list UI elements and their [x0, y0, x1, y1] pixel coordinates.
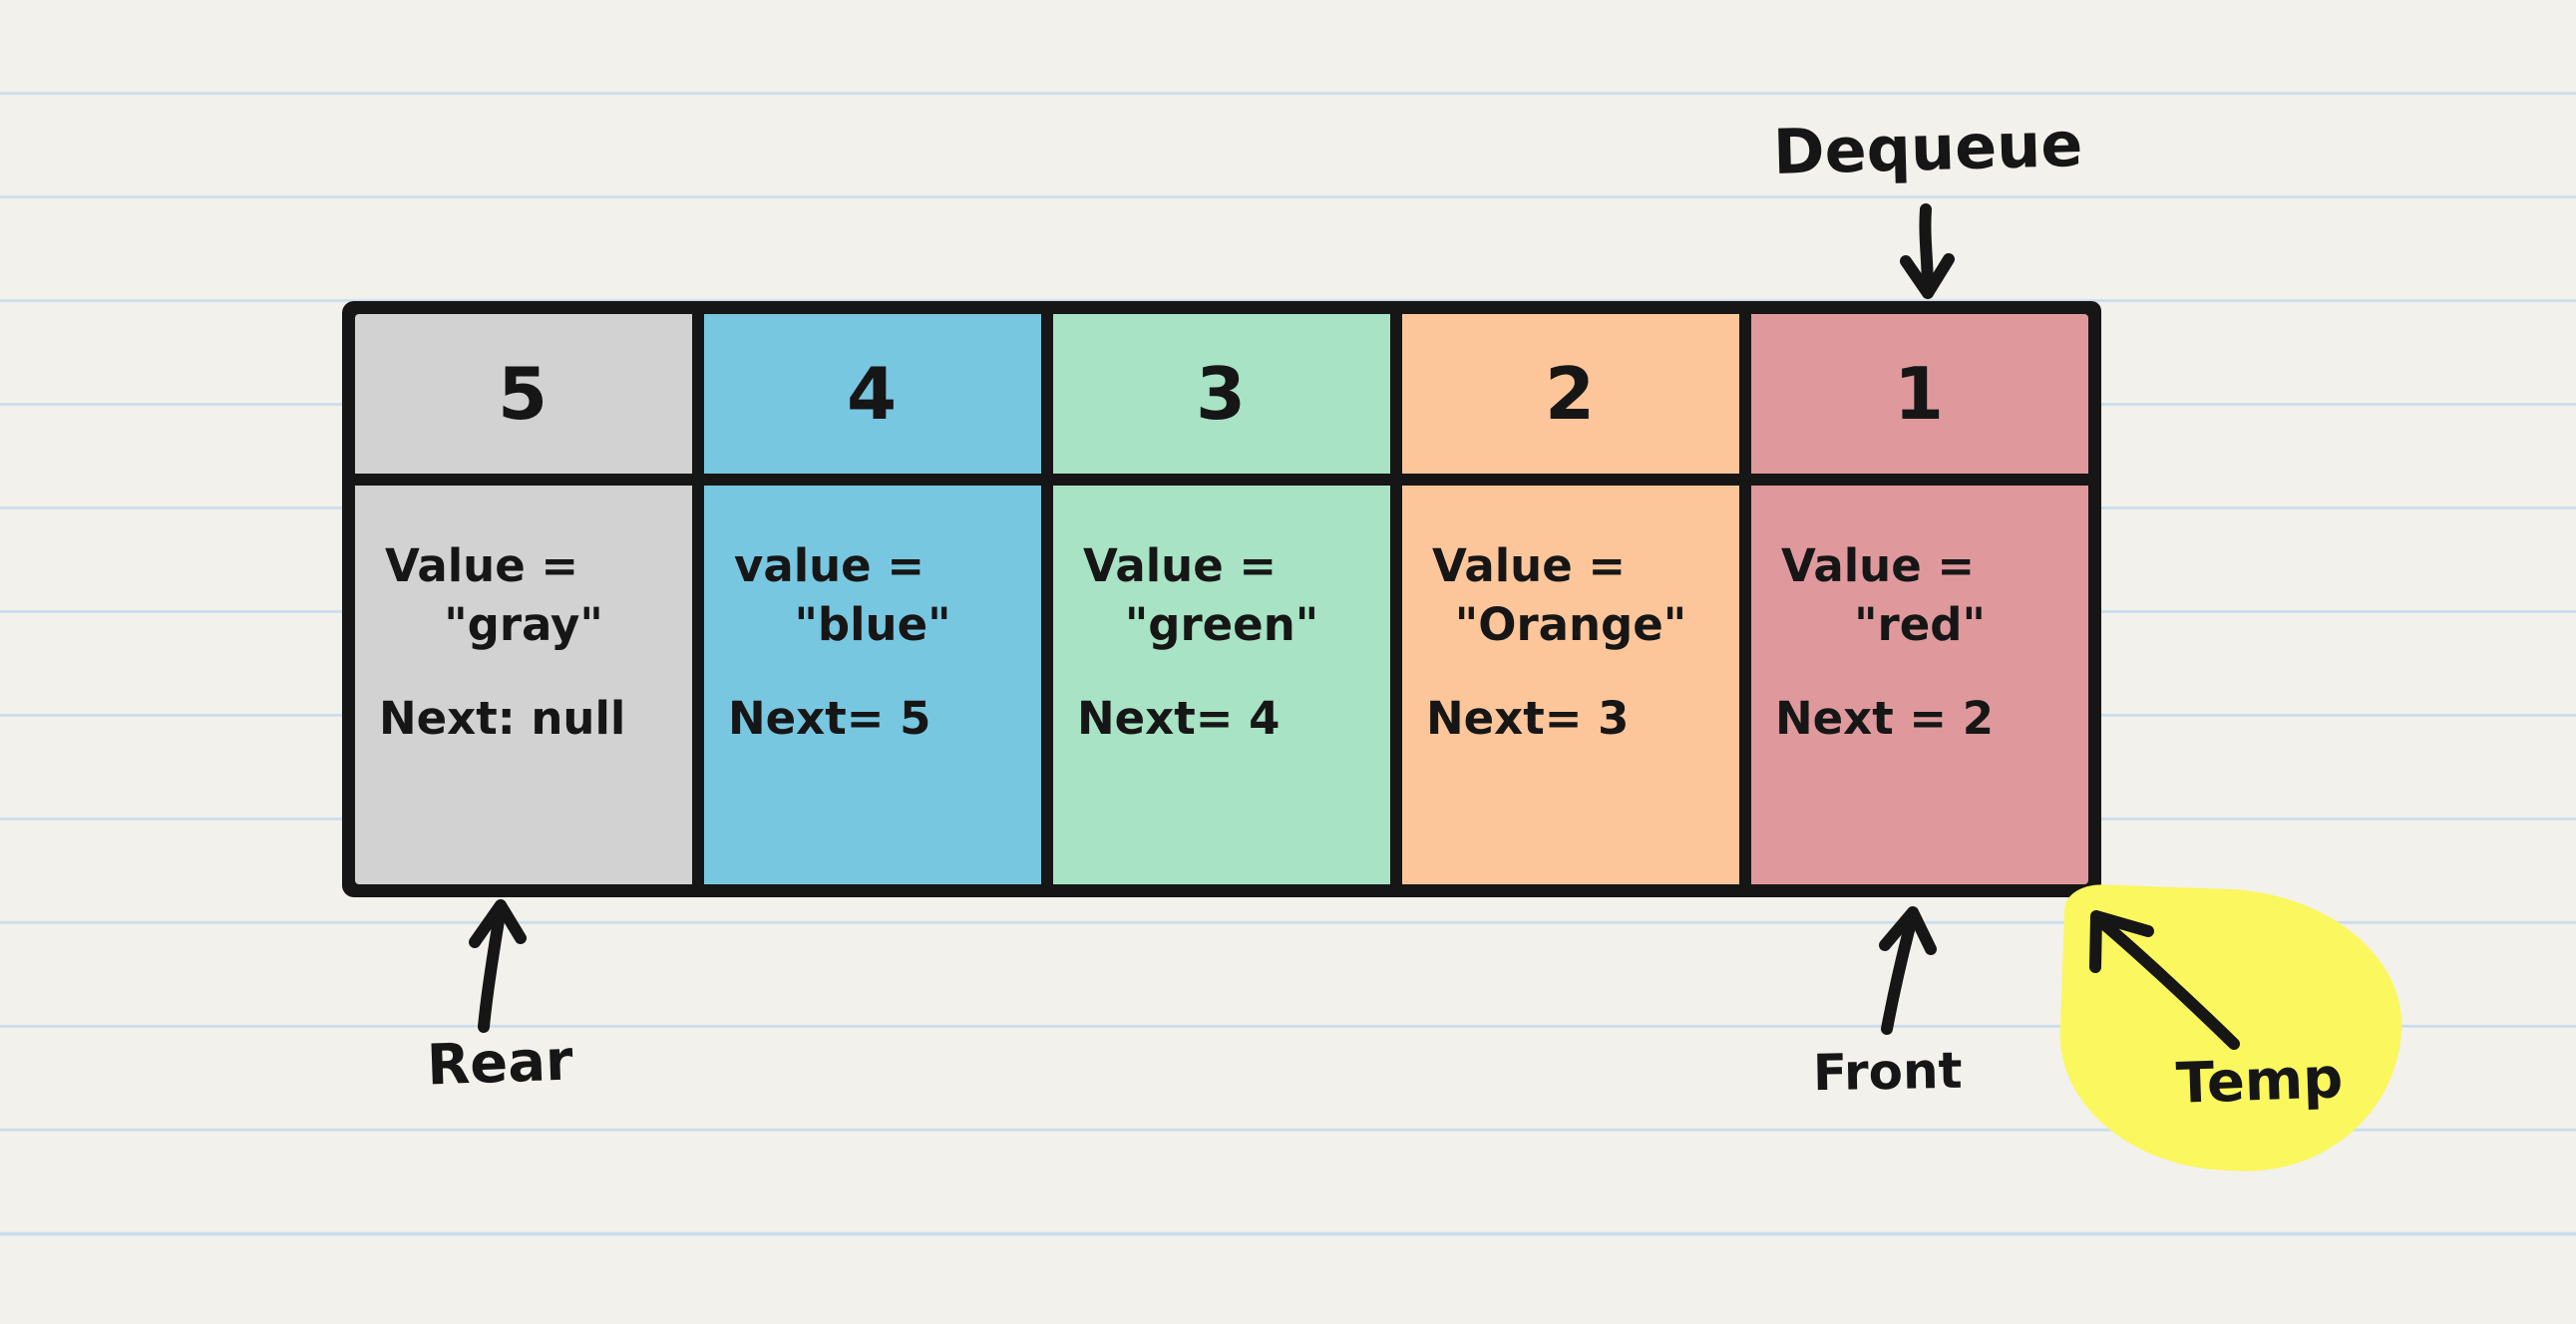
node-value-label: Value = — [1083, 539, 1278, 592]
node-body: value = "blue" Next= 5 — [704, 486, 1041, 884]
node-index: 5 — [355, 314, 692, 486]
node-value-label: value = — [734, 539, 925, 592]
queue-node: 3 Value = "green" Next= 4 — [1041, 314, 1390, 884]
dequeue-label: Dequeue — [1772, 107, 2084, 189]
node-index: 1 — [1751, 314, 2088, 486]
front-label: Front — [1812, 1041, 1963, 1103]
queue-node: 5 Value = "gray" Next: null — [355, 314, 692, 884]
node-next-pointer: Next = 2 — [1775, 692, 1995, 745]
queue-node: 4 value = "blue" Next= 5 — [692, 314, 1041, 884]
node-next-pointer: Next= 5 — [728, 692, 931, 745]
temp-arrow-icon — [2089, 910, 2240, 1050]
dequeue-arrow-icon — [1900, 203, 1955, 299]
rear-arrow-icon — [469, 899, 527, 1033]
node-body: Value = "gray" Next: null — [355, 486, 692, 884]
node-next-pointer: Next: null — [379, 692, 626, 745]
queue-table: 5 Value = "gray" Next: null 4 value = "b… — [342, 301, 2101, 897]
front-arrow-icon — [1879, 906, 1937, 1035]
node-value-label: Value = — [385, 539, 579, 592]
node-body: Value = "green" Next= 4 — [1053, 486, 1390, 884]
node-value-label: Value = — [1432, 539, 1627, 592]
node-next-pointer: Next= 4 — [1077, 692, 1281, 745]
rear-label: Rear — [425, 1028, 574, 1099]
queue-node: 1 Value = "red" Next = 2 — [1739, 314, 2088, 884]
node-value: "blue" — [794, 597, 951, 651]
node-value: "Orange" — [1454, 597, 1687, 651]
temp-label: Temp — [2174, 1046, 2345, 1117]
node-value-label: Value = — [1781, 539, 1976, 592]
node-body: Value = "red" Next = 2 — [1751, 486, 2088, 884]
node-next-pointer: Next= 3 — [1426, 692, 1630, 745]
node-value: "green" — [1124, 597, 1319, 651]
node-index: 3 — [1053, 314, 1390, 486]
node-value: "red" — [1854, 597, 1986, 651]
queue-node: 2 Value = "Orange" Next= 3 — [1390, 314, 1739, 884]
node-value: "gray" — [444, 597, 603, 651]
node-body: Value = "Orange" Next= 3 — [1402, 486, 1739, 884]
node-index: 2 — [1402, 314, 1739, 486]
node-index: 4 — [704, 314, 1041, 486]
